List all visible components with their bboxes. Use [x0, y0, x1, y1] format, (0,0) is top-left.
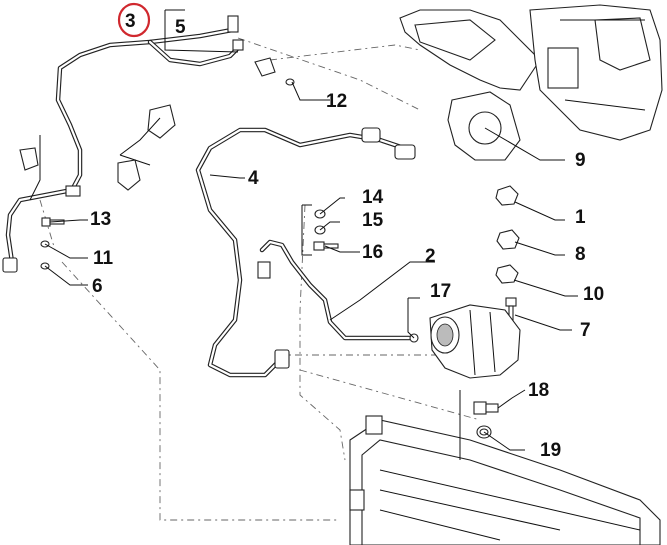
callout-7: 7: [580, 320, 591, 341]
callout-15: 15: [362, 210, 384, 231]
callouts: 3 5 12 9 4 1 8 10 7 2 17 14 15 16 13 11 …: [90, 2, 604, 461]
fitting-5: [227, 15, 276, 77]
callout-13: 13: [90, 209, 111, 230]
pipe-brackets: [19, 104, 176, 191]
hvac-unit: [399, 4, 663, 161]
pipe-3: [2, 27, 241, 273]
callout-2: 2: [425, 246, 436, 267]
pipe-4: [195, 127, 416, 378]
callout-4: 4: [248, 168, 259, 189]
callout-9: 9: [575, 150, 586, 171]
radiator: [349, 415, 661, 545]
callout-3: 3: [125, 11, 136, 32]
callout-8: 8: [575, 244, 586, 265]
pipe-2: [257, 239, 415, 341]
callout-12: 12: [326, 91, 347, 112]
callout-18: 18: [528, 380, 549, 401]
callout-11: 11: [93, 248, 114, 269]
callout-17: 17: [430, 281, 451, 302]
callout-1: 1: [575, 207, 586, 228]
callout-3-highlight-ring: [117, 2, 151, 38]
callout-14: 14: [362, 187, 384, 208]
callout-5: 5: [175, 17, 186, 38]
hardware-centre: [40, 78, 339, 270]
compressor: [409, 304, 521, 379]
callout-16: 16: [362, 242, 383, 263]
hardware-right: [473, 185, 520, 439]
callout-6: 6: [92, 276, 103, 297]
callout-19: 19: [540, 440, 561, 461]
callout-10: 10: [583, 284, 604, 305]
leader-lines: [29, 9, 578, 460]
